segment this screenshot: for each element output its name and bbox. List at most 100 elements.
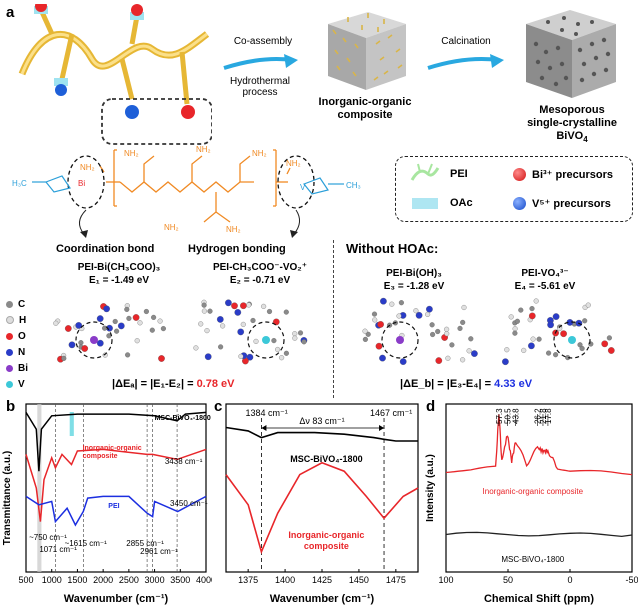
atom-ball	[225, 299, 232, 307]
x-tick-label: 0	[567, 575, 572, 585]
peak-label: 21.8	[539, 408, 548, 424]
nh2-label-right: NH₂	[286, 159, 301, 168]
atom-ball	[240, 321, 246, 327]
atom-ball	[112, 318, 118, 325]
atom-bi-label: Bi	[18, 362, 28, 374]
bivo-text: BiVO	[556, 130, 584, 142]
atom-ball	[279, 355, 285, 361]
schematic-legend	[395, 156, 633, 222]
peak-label: 17.8	[544, 408, 553, 424]
atom-ball	[468, 336, 474, 342]
highlight-band-750	[37, 404, 42, 572]
composite-label: Inorganic-organic composite	[318, 96, 412, 121]
x-tick-label: 4000	[196, 575, 212, 585]
atom-ball	[504, 347, 510, 353]
atom-ball	[253, 338, 259, 344]
atom-ball	[158, 355, 165, 362]
annotation-delta: Δν 83 cm⁻¹	[299, 416, 344, 426]
nitrogen-dot	[6, 348, 13, 356]
delta-a-text: |ΔEₐ| = |E₁-E₂| =	[112, 378, 197, 390]
atom-ball	[512, 330, 518, 336]
v-legend-dot	[513, 197, 526, 210]
atom-ball	[234, 309, 242, 316]
atom-ball	[157, 318, 163, 324]
atom-ball	[377, 321, 384, 328]
atom-ball	[102, 352, 108, 358]
active-site-circle	[75, 321, 113, 359]
atom-ball	[601, 340, 609, 348]
delta-b-text: |ΔE_b| = |E₃-E₄| =	[400, 378, 495, 390]
annotation-3450: 3450 cm⁻¹	[170, 499, 208, 508]
atom-ball	[588, 341, 594, 347]
atom-ball	[207, 308, 213, 314]
atom-ball	[444, 326, 450, 332]
series-label-composite: Inorganic-organic composite	[483, 487, 584, 496]
atom-ball	[460, 357, 466, 363]
atom-ball	[444, 331, 450, 337]
atom-ball	[283, 350, 289, 356]
carbon-dot	[6, 300, 13, 308]
atom-ball	[547, 321, 554, 329]
pei-legend-label: PEI	[450, 168, 468, 180]
atom-ball	[533, 298, 539, 304]
x-tick-label: 1450	[349, 575, 369, 585]
atom-legend-v: V	[6, 376, 46, 392]
series-line-0	[445, 414, 633, 476]
mol3-title: PEI-Bi(OH)₃	[386, 268, 442, 279]
atom-ball	[220, 323, 226, 329]
atom-ball	[201, 302, 207, 308]
atom-ball	[126, 315, 132, 321]
atom-ball	[606, 335, 612, 341]
product-label-line-3: BiVO4	[512, 130, 632, 146]
pei-structure-diagram: NH₂ NH₂ NH₂ NH₂ NH₂ NH₂ NH₂ Bi H₃C CH₃ V	[12, 145, 361, 238]
peak-label: 57.3	[495, 408, 504, 424]
product-label: Mesoporous single-crystalline BiVO4	[512, 104, 632, 146]
atom-ball	[125, 352, 131, 358]
mol2-title: PEI-CH₃COO⁻-VO₂⁺	[212, 262, 308, 273]
atom-ball	[582, 318, 588, 324]
panel-a-letter: a	[6, 4, 15, 21]
atom-ball	[399, 358, 407, 365]
peak-label: 43.8	[512, 408, 521, 424]
atom-ball	[96, 339, 104, 347]
annotation-1615: ~1615 cm⁻¹	[65, 539, 108, 548]
composite-cube-illustration	[328, 12, 406, 90]
atom-ball	[160, 326, 166, 332]
product-label-line-1: Mesoporous	[539, 104, 605, 116]
atom-ball	[231, 302, 238, 310]
atom-ball	[75, 322, 83, 329]
nh2-label-left: NH₂	[80, 163, 95, 172]
atom-ball	[297, 330, 304, 336]
atom-ball	[149, 327, 155, 333]
oac-legend-swatch	[412, 198, 438, 209]
delta-a-value: 0.78 eV	[196, 378, 235, 390]
atom-ball	[216, 316, 224, 323]
atom-ball	[117, 322, 125, 330]
atom-ball	[429, 322, 435, 328]
series-label-msc: MSC-BiVO₄-1800	[290, 454, 362, 464]
polymer-chain-illustration	[18, 4, 212, 145]
atom-ball	[430, 331, 436, 338]
atom-ball	[134, 338, 140, 344]
atom-ball	[528, 342, 535, 350]
h3c-label: H₃C	[12, 179, 27, 188]
panel-d-frame	[445, 403, 633, 573]
atom-ball	[536, 336, 542, 342]
series-label-composite-1: Inorganic-organic	[83, 445, 142, 452]
hydrogen-dot	[6, 316, 14, 324]
active-site-circle	[553, 321, 591, 359]
atom-ball	[102, 325, 108, 331]
atom-ball	[362, 336, 368, 342]
atom-ball	[362, 328, 368, 334]
x-tick-label: -50	[625, 575, 638, 585]
atom-ball	[53, 320, 59, 326]
atom-ball	[514, 318, 520, 324]
atom-ball	[132, 314, 140, 321]
bivo-subscript: 4	[583, 135, 588, 145]
atom-ball	[502, 358, 509, 366]
atom-ball	[607, 347, 615, 354]
series-line-0	[25, 411, 207, 472]
series-label-msc: MSC-BiVO₄-1800	[501, 555, 564, 564]
series-label-composite-1: Inorganic-organic	[288, 530, 364, 540]
